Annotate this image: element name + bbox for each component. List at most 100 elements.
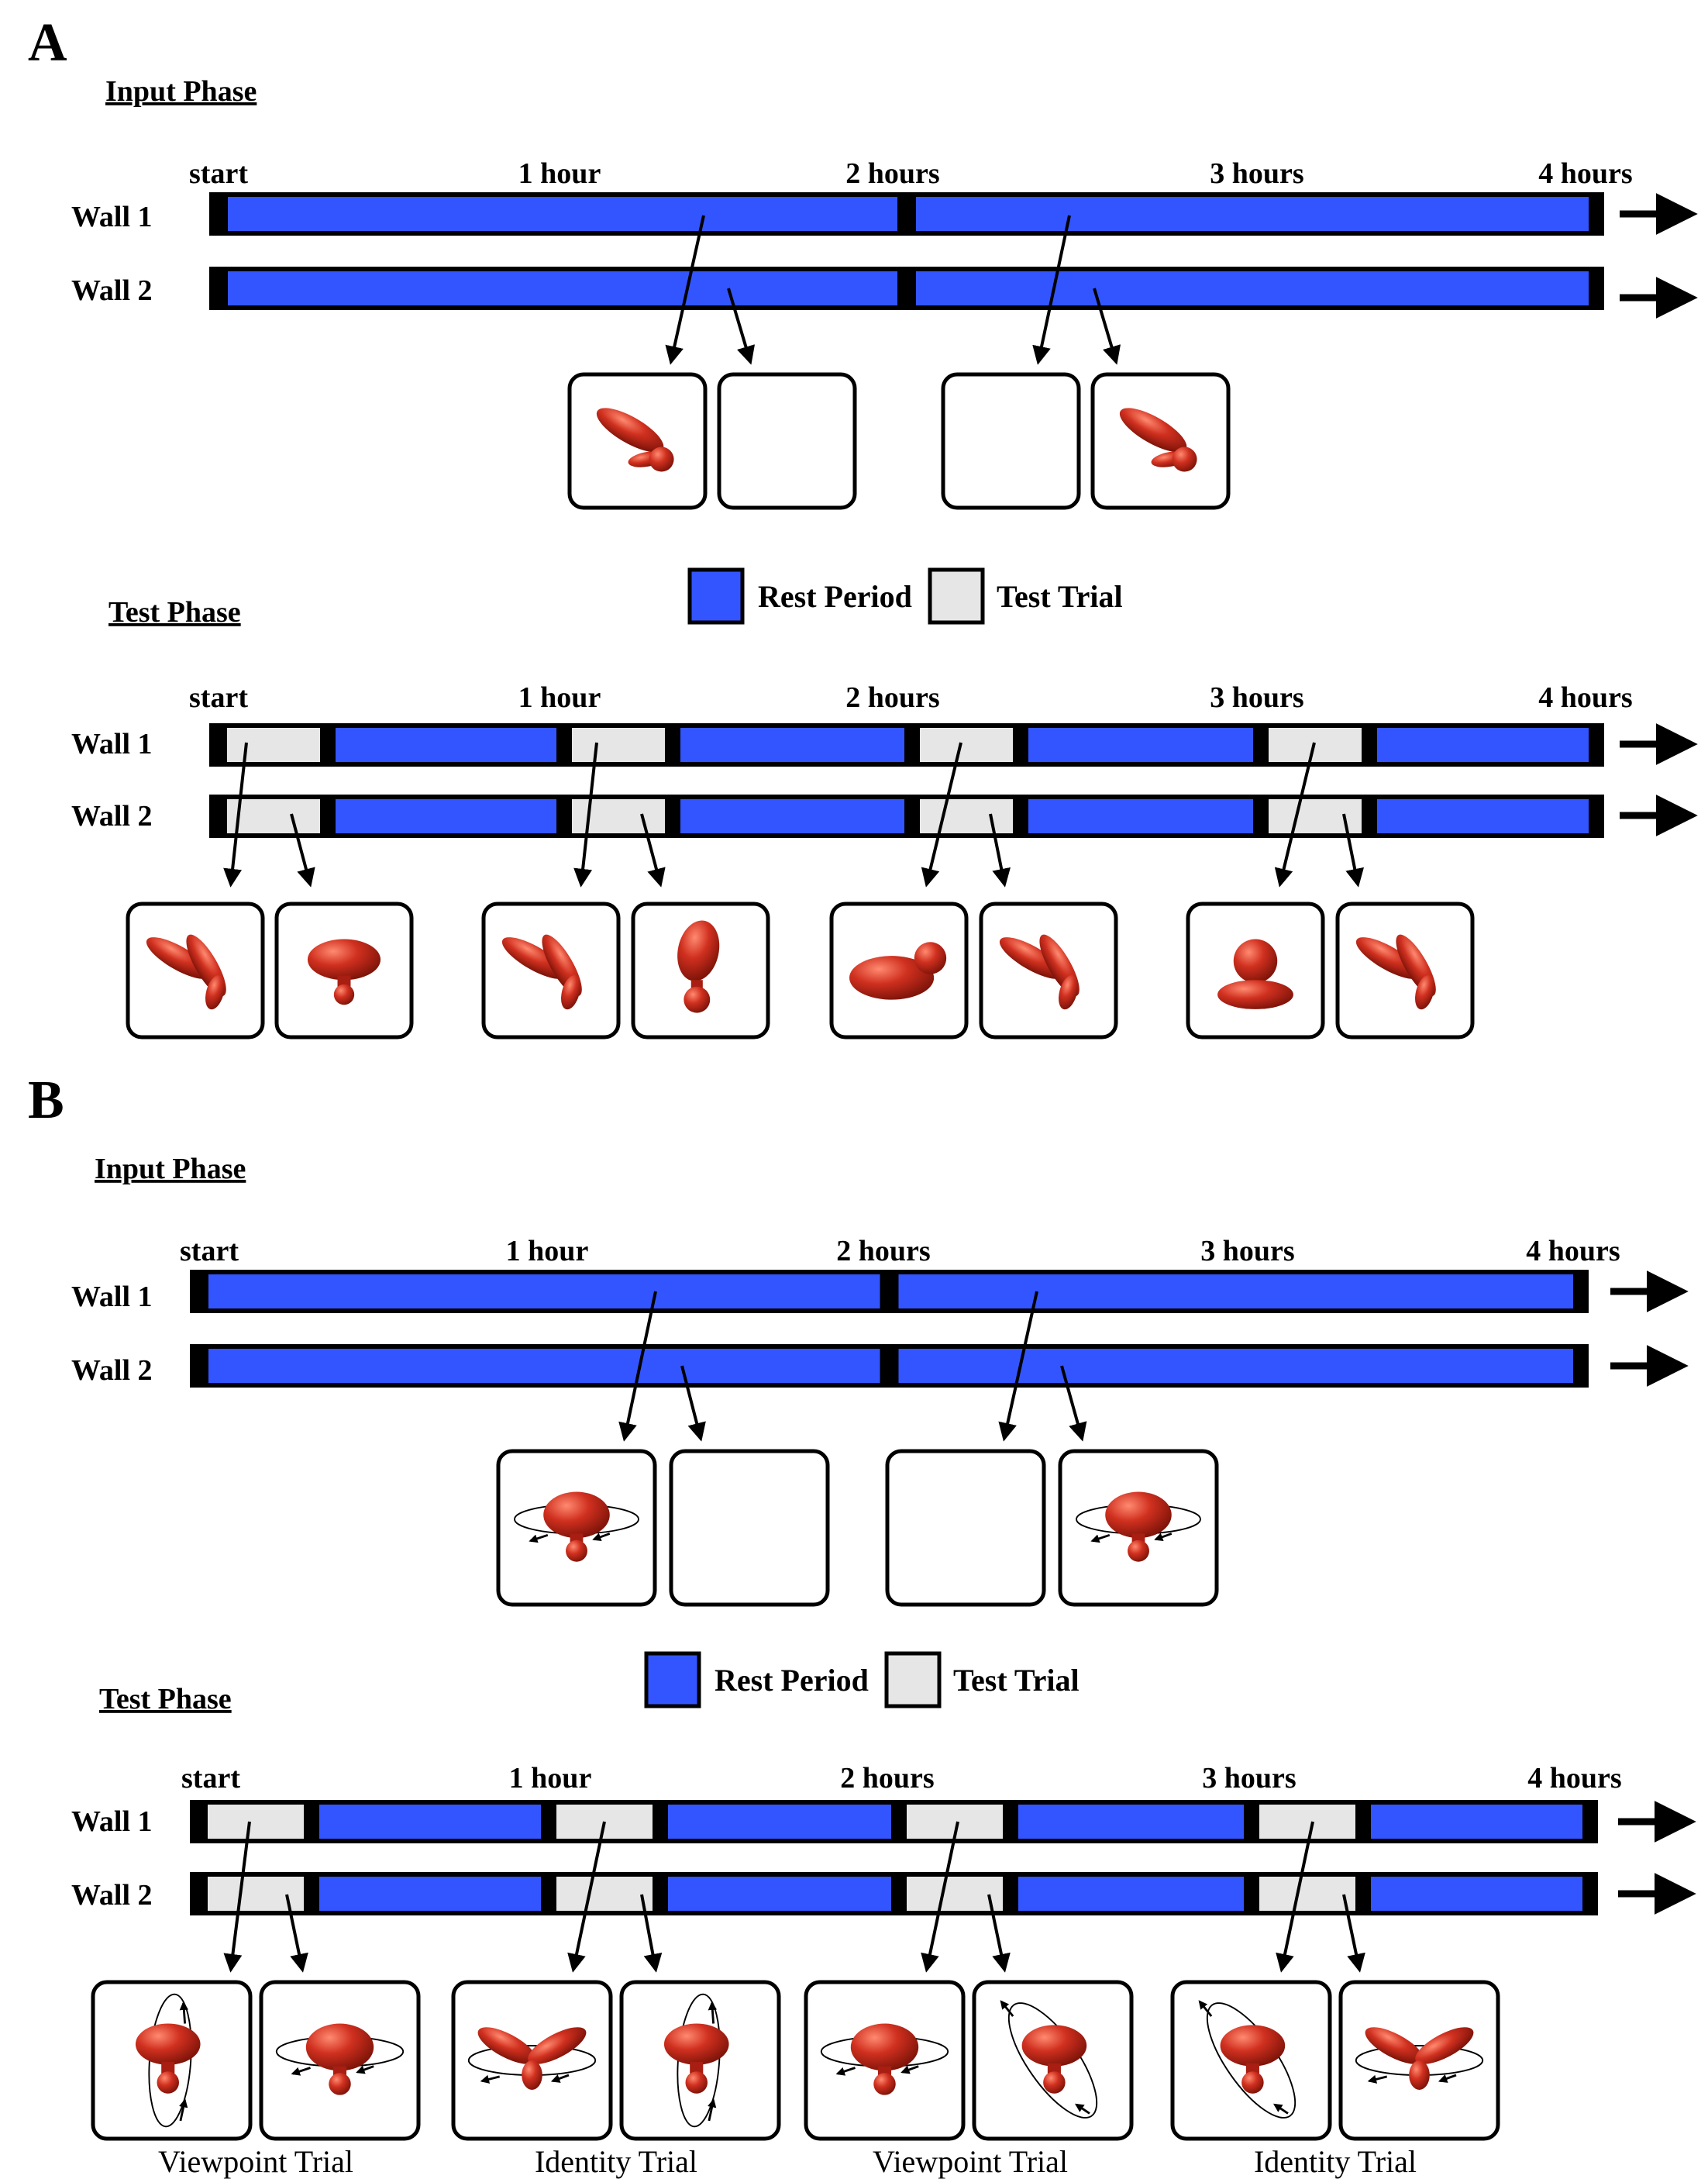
stimulus-box (804, 1980, 966, 2141)
pointer-arrow (223, 1821, 251, 1973)
empty-box (669, 1449, 830, 1607)
trial-type-label: Identity Trial (535, 2144, 697, 2179)
panel-letter-a: A (28, 13, 67, 73)
stimulus-box (1335, 902, 1475, 1040)
stimulus-box (496, 1449, 657, 1607)
legend: Rest Period Test Trial (687, 567, 1123, 625)
rest-period-segment (1377, 728, 1589, 762)
wall-label: Wall 1 (71, 201, 153, 233)
stimulus-box (1090, 372, 1231, 510)
test-trial-segment (227, 728, 320, 762)
pointer-arrow (640, 813, 666, 888)
trial-type-label: Identity Trial (1254, 2144, 1417, 2179)
trial-type-label: Viewpoint Trial (158, 2144, 353, 2179)
panel-letter-b: B (28, 1071, 64, 1130)
rest-period-segment (898, 1349, 1573, 1383)
wall-1-input-timeline (190, 1270, 1589, 1313)
time-tick-label: 4 hours (1538, 157, 1632, 190)
legend-test-label: Test Trial (953, 1663, 1080, 1698)
pointer-arrow (640, 1894, 663, 1973)
pointer-arrow (1093, 288, 1121, 365)
time-tick-label: 2 hours (840, 1762, 934, 1795)
stimulus-box (274, 902, 414, 1040)
wall-label: Wall 1 (71, 1281, 153, 1313)
wall-2-input-timeline (190, 1344, 1589, 1388)
test-trial-segment (572, 728, 665, 762)
test-trial-segment (1259, 1877, 1355, 1911)
pointer-arrow (665, 215, 705, 365)
legend: Rest Period Test Trial (644, 1651, 1080, 1708)
time-tick-label: start (189, 681, 248, 714)
rest-period-segment (208, 1274, 880, 1308)
pointer-arrow (573, 742, 598, 888)
test-phase-title: Test Phase (99, 1683, 232, 1715)
time-tick-label: 4 hours (1527, 1762, 1621, 1795)
input-phase-title: Input Phase (105, 75, 257, 108)
rest-period-segment (668, 1805, 891, 1839)
pointer-arrow (680, 1365, 706, 1442)
wall-label: Wall 1 (71, 1805, 153, 1838)
stimulus-box (1058, 1449, 1219, 1607)
time-tick-label: start (189, 157, 248, 190)
pointer-arrow (567, 1821, 606, 1973)
pointer-arrow (1342, 813, 1365, 888)
wall-label: Wall 2 (71, 1354, 153, 1387)
rest-period-segment (1018, 1877, 1244, 1911)
wall-label: Wall 2 (71, 800, 153, 833)
test-trial-segment (208, 1805, 304, 1839)
stimulus-box (829, 902, 969, 1040)
stimulus-box (451, 1980, 613, 2141)
test-trial-segment (556, 1877, 653, 1911)
empty-box (717, 372, 857, 510)
stimulus-box (619, 1980, 781, 2141)
wall-1-input-timeline (209, 192, 1604, 236)
time-tick-label: 4 hours (1526, 1235, 1620, 1267)
test-trial-segment (1259, 1805, 1355, 1839)
pointer-arrow (921, 742, 962, 888)
pointer-arrow (1274, 742, 1316, 888)
legend-rest-swatch (687, 567, 745, 625)
rest-period-segment (208, 1349, 880, 1383)
pointer-arrow (285, 1894, 308, 1973)
time-tick-label: 3 hours (1210, 681, 1303, 714)
time-tick-label: 2 hours (845, 681, 939, 714)
test-phase-title: Test Phase (108, 596, 241, 629)
rest-period-segment (336, 728, 556, 762)
stimulus-box (259, 1980, 421, 2141)
legend-test-label: Test Trial (997, 579, 1123, 614)
legend-rest-label: Rest Period (758, 579, 912, 614)
rest-period-segment (228, 197, 897, 231)
rest-period-segment (336, 799, 556, 833)
time-tick-label: start (181, 1762, 240, 1795)
test-trial-segment (227, 799, 320, 833)
pointer-arrow (1342, 1894, 1365, 1973)
wall-1-test-timeline (190, 1800, 1598, 1843)
pointer-arrow (1032, 215, 1071, 365)
stimulus-box (1338, 1980, 1500, 2141)
time-tick-label: 1 hour (506, 1235, 589, 1267)
legend-rest-swatch (644, 1651, 701, 1708)
empty-box (941, 372, 1081, 510)
rest-period-segment (916, 197, 1589, 231)
rest-period-segment (898, 1274, 1573, 1308)
legend-test-swatch (884, 1651, 942, 1708)
wall-1-test-timeline (209, 723, 1604, 767)
legend-rest-label: Rest Period (715, 1663, 869, 1698)
rest-period-segment (228, 271, 897, 305)
wall-label: Wall 2 (71, 274, 153, 307)
rest-period-segment (680, 799, 904, 833)
time-tick-label: 3 hours (1210, 157, 1303, 190)
time-tick-label: 1 hour (518, 157, 601, 190)
rest-period-segment (1371, 1805, 1582, 1839)
wall-2-input-timeline (209, 267, 1604, 310)
time-tick-label: 1 hour (518, 681, 601, 714)
rest-period-segment (319, 1877, 541, 1911)
time-tick-label: 2 hours (836, 1235, 930, 1267)
stimulus-box (1186, 902, 1325, 1040)
test-trial-segment (907, 1877, 1003, 1911)
rest-period-segment (1377, 799, 1589, 833)
stimulus-box (126, 902, 265, 1040)
rest-period-segment (668, 1877, 891, 1911)
pointer-arrow (1276, 1821, 1314, 1973)
